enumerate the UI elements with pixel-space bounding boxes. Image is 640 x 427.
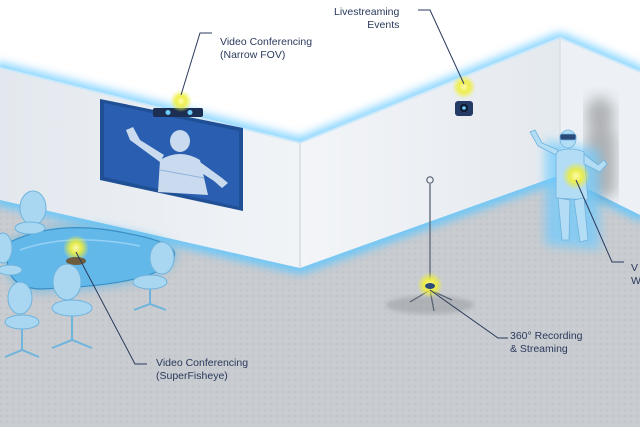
- vr-hotspot-icon[interactable]: [562, 162, 590, 190]
- label-superfisheye-line2: (SuperFisheye): [156, 370, 248, 383]
- label-vr-cut-line2: W: [631, 275, 640, 288]
- label-superfisheye: Video Conferencing (SuperFisheye): [156, 357, 248, 383]
- label-recording-360-line1: 360° Recording: [510, 330, 583, 343]
- label-recording-360-line2: & Streaming: [510, 343, 583, 356]
- label-narrow-fov-line1: Video Conferencing: [220, 36, 312, 49]
- livestream-camera-icon[interactable]: [452, 75, 476, 116]
- label-vr-cut: V W: [631, 262, 640, 288]
- label-livestreaming-line1: Livestreaming: [334, 6, 399, 19]
- leader-livestreaming: [418, 10, 464, 84]
- label-superfisheye-line1: Video Conferencing: [156, 357, 248, 370]
- label-vr-cut-line1: V: [631, 262, 640, 275]
- leader-narrow-fov: [181, 33, 212, 95]
- label-livestreaming-line2: Events: [334, 19, 399, 32]
- label-narrow-fov: Video Conferencing (Narrow FOV): [220, 36, 312, 62]
- label-recording-360: 360° Recording & Streaming: [510, 330, 583, 356]
- label-narrow-fov-line2: (Narrow FOV): [220, 49, 312, 62]
- label-livestreaming: Livestreaming Events: [334, 6, 399, 32]
